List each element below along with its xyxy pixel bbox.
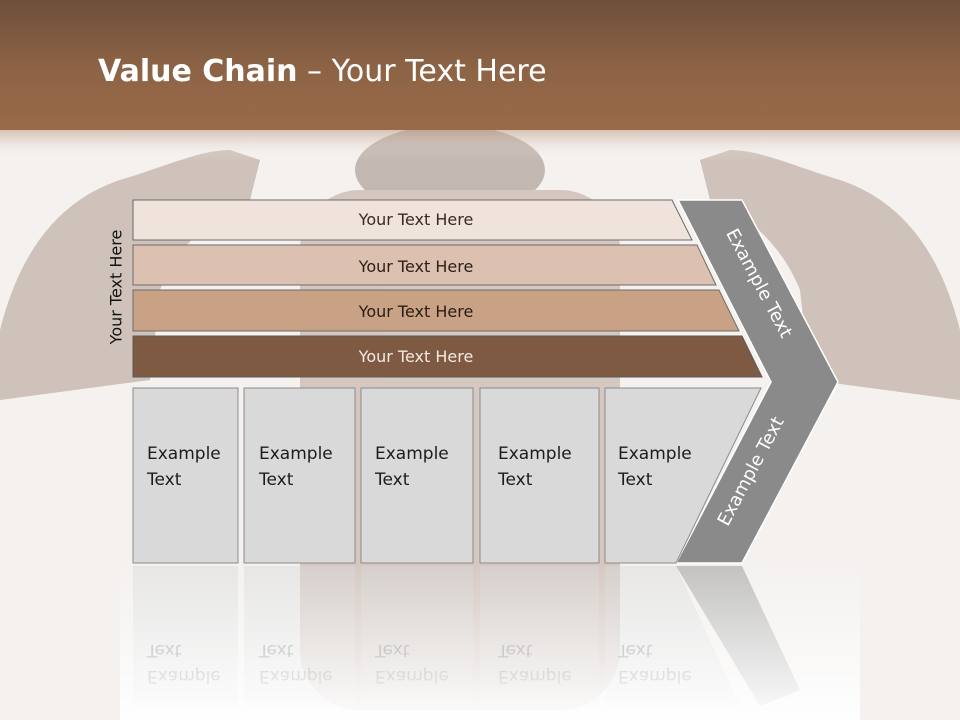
activity-box-2: Example Text — [243, 387, 356, 564]
bar-1-label: Your Text Here — [358, 210, 474, 229]
activity-box-4-line2: Text — [497, 470, 533, 490]
bar-2: Your Text Here — [132, 244, 717, 286]
activity-box-5: Example Text — [604, 387, 762, 564]
bar-1: Your Text Here — [132, 199, 693, 241]
activity-box-3-line1: Example — [375, 444, 449, 464]
bar-3: Your Text Here — [132, 289, 740, 332]
bar-3-label: Your Text Here — [358, 302, 474, 321]
activity-box-1-line1: Example — [147, 444, 221, 464]
activity-box-5-line2: Text — [617, 470, 653, 490]
title-separator: – — [297, 54, 332, 89]
title-bold: Value Chain — [98, 54, 298, 89]
activity-box-3-line2: Text — [374, 470, 410, 490]
bar-4-label: Your Text Here — [358, 347, 474, 366]
bar-2-label: Your Text Here — [358, 257, 474, 276]
page-title: Value Chain – Your Text Here — [98, 54, 547, 89]
activity-box-4-line1: Example — [498, 444, 572, 464]
activity-box-3: Example Text — [360, 387, 474, 564]
activity-box-1-line2: Text — [146, 470, 182, 490]
activity-box-2-line2: Text — [258, 470, 294, 490]
activity-box-4: Example Text — [479, 387, 600, 564]
bar-4: Your Text Here — [132, 335, 763, 378]
activity-box-5-line1: Example — [618, 444, 692, 464]
activity-box-2-line1: Example — [259, 444, 333, 464]
title-rest: Your Text Here — [331, 54, 547, 89]
activity-box-1: Example Text — [132, 387, 239, 564]
